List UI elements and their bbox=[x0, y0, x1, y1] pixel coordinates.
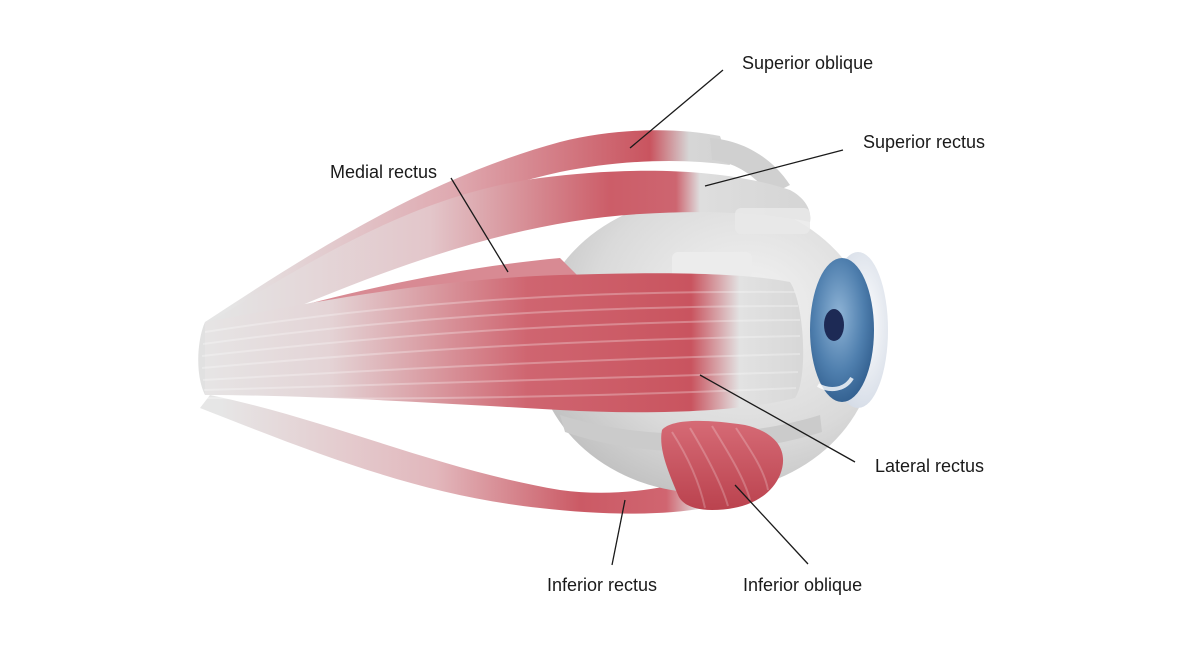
pupil bbox=[824, 309, 844, 341]
inferior-oblique-muscle bbox=[661, 420, 784, 510]
label-medial-rectus: Medial rectus bbox=[330, 162, 438, 182]
label-superior-oblique: Superior oblique bbox=[742, 53, 874, 73]
superior-rectus-insertion bbox=[735, 208, 810, 234]
superior-rectus-muscle bbox=[205, 170, 811, 345]
label-inferior-rectus: Inferior rectus bbox=[547, 575, 658, 595]
label-superior-rectus: Superior rectus bbox=[863, 132, 986, 152]
leader-inferior-rectus bbox=[611, 499, 626, 566]
label-lateral-rectus: Lateral rectus bbox=[875, 456, 985, 476]
leader-superior-oblique bbox=[629, 69, 724, 149]
inferior-rectus-muscle bbox=[200, 395, 705, 514]
leader-medial-rectus bbox=[450, 177, 509, 273]
inferior-oblique-fibers bbox=[671, 425, 769, 509]
leader-lateral-rectus bbox=[699, 374, 856, 463]
leader-inferior-oblique bbox=[734, 484, 809, 565]
label-inferior-oblique: Inferior oblique bbox=[743, 575, 863, 595]
superior-oblique-muscle bbox=[205, 130, 730, 338]
leader-superior-rectus bbox=[704, 149, 844, 187]
medial-rectus-insertion bbox=[672, 252, 752, 278]
leader-lines bbox=[450, 69, 856, 566]
lateral-rectus-muscle bbox=[205, 273, 804, 413]
iris-highlight bbox=[816, 376, 854, 392]
superior-oblique-tendon bbox=[710, 138, 790, 195]
